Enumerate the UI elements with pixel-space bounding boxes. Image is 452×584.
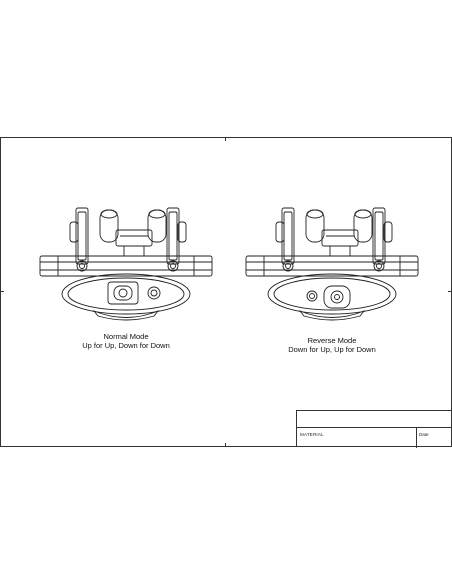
title-block-row: MATERIAL Date [297, 427, 452, 448]
bottom-center-tick [225, 443, 226, 447]
reverse-mode-instruction: Down for Up, Up for Down [288, 345, 376, 354]
date-label: Date [419, 432, 429, 437]
reverse-mode-caption: Reverse Mode Down for Up, Up for Down [272, 336, 392, 354]
normal-mode-caption: Normal Mode Up for Up, Down for Down [66, 332, 186, 350]
top-center-tick [225, 137, 226, 141]
material-label: MATERIAL [300, 432, 324, 437]
title-block: MATERIAL Date [296, 410, 452, 448]
right-center-tick [448, 291, 452, 292]
reverse-mode-controller-drawing [245, 207, 419, 321]
normal-mode-instruction: Up for Up, Down for Down [82, 341, 170, 350]
normal-mode-label: Normal Mode [103, 332, 149, 341]
normal-mode-controller-drawing [39, 207, 213, 321]
left-center-tick [0, 291, 4, 292]
reverse-mode-label: Reverse Mode [307, 336, 357, 345]
title-block-divider [416, 428, 417, 448]
